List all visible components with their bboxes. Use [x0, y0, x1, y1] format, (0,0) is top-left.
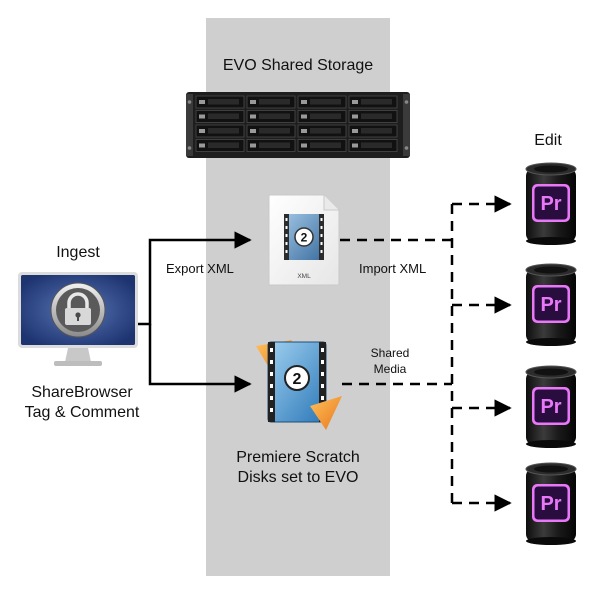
xml-file-icon: 2 XML [268, 194, 340, 286]
drive-latch [301, 114, 307, 119]
drive-latch [199, 143, 205, 148]
lock-monitor-icon [18, 272, 138, 366]
drive-latch [199, 100, 205, 104]
drive-vent [208, 128, 239, 134]
premiere-app-badge: Pr [540, 493, 561, 515]
server-rack-icon [186, 92, 410, 158]
caption-line-2: Tag & Comment [24, 404, 140, 421]
drive-latch [250, 129, 256, 133]
drive-latch [250, 100, 256, 104]
mac-pro-icon: Pr [525, 263, 577, 346]
drive-vent [361, 113, 392, 119]
drive-latch [352, 100, 358, 104]
import-xml-label: Import XML [359, 261, 427, 276]
shared-media-label: Shared Media [355, 345, 425, 377]
export-xml-label: Export XML [166, 261, 234, 276]
drive-vent [361, 99, 392, 105]
scratch-line-1: Premiere Scratch [236, 449, 360, 466]
drive-latch [250, 114, 256, 119]
drive-vent [259, 99, 290, 105]
drive-latch [199, 129, 205, 133]
drive-latch [352, 114, 358, 119]
premiere-project-icon: 2 [256, 340, 342, 430]
drive-vent [361, 128, 392, 134]
ingest-trunk-line [138, 231, 252, 326]
edit-station-2: Pr [524, 263, 578, 352]
premiere-app-badge: Pr [540, 294, 561, 316]
drive-vent [208, 99, 239, 105]
mac-pro-icon: Pr [525, 462, 577, 545]
ingest-to-scratch-line [148, 324, 252, 393]
mac-pro-icon: Pr [525, 162, 577, 245]
drive-vent [208, 142, 239, 148]
storage-title: EVO Shared Storage [222, 57, 374, 74]
drive-vent [310, 142, 341, 148]
scratch-disk-caption: Premiere Scratch Disks set to EVO [206, 448, 390, 488]
drive-vent [310, 128, 341, 134]
drive-latch [301, 100, 307, 104]
drive-vent [310, 113, 341, 119]
drive-vent [259, 128, 290, 134]
caption-line-1: ShareBrowser [31, 384, 133, 401]
xml-file-label: XML [297, 273, 311, 280]
scratch-line-2: Disks set to EVO [237, 469, 359, 486]
edit-station-1: Pr [524, 162, 578, 251]
drive-vent [310, 99, 341, 105]
drive-vent [259, 113, 290, 119]
drive-vent [208, 113, 239, 119]
drive-latch [301, 129, 307, 133]
premiere-badge-number: 2 [293, 371, 302, 388]
mac-pro-icon: Pr [525, 365, 577, 448]
premiere-app-badge: Pr [540, 396, 561, 418]
edit-station-3: Pr [524, 365, 578, 454]
drive-vent [361, 142, 392, 148]
drive-vent [259, 142, 290, 148]
drive-latch [199, 114, 205, 119]
drive-latch [250, 143, 256, 148]
ingest-title: Ingest [56, 244, 100, 261]
drive-latch [301, 143, 307, 148]
drive-latch [352, 129, 358, 133]
xml-badge-number: 2 [301, 231, 308, 245]
premiere-app-badge: Pr [540, 193, 561, 215]
sharebrowser-caption: ShareBrowser Tag & Comment [8, 383, 156, 423]
edit-station-4: Pr [524, 462, 578, 551]
shared-line-1: Shared [370, 346, 410, 360]
shared-line-2: Media [373, 362, 407, 376]
drive-latch [352, 143, 358, 148]
edit-title: Edit [534, 132, 562, 149]
